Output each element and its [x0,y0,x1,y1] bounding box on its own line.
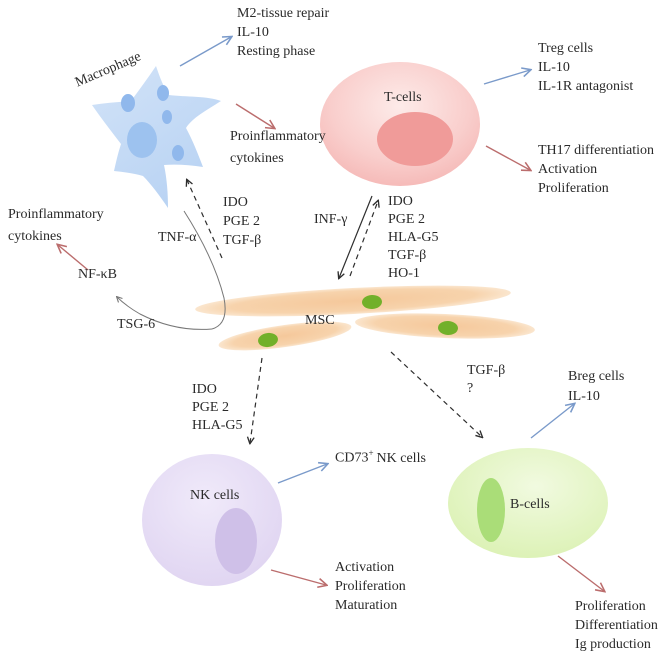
msc-to-macrophage-mediators: IDO PGE 2 TGF-β [223,195,262,248]
tnf-alpha-label: TNF-α [158,230,197,245]
tnf-alpha-curve [183,210,226,330]
msc-to-bcell-mediators: TGF-β ? [467,363,506,396]
arrow-macrophage-positive [179,37,231,67]
macrophage-nucleus [127,122,157,158]
arrow-bcell-positive [530,404,574,439]
nkcell-positive-outcome: CD73+NK cells [335,448,426,466]
macrophage-negative-outcomes: Proinflammatory cytokines [230,129,326,166]
t-cells-label: T-cells [384,90,422,105]
nfkb-outcome: Proinflammatory cytokines [8,207,104,244]
nk-cell-nucleus [215,508,257,574]
bcell-negative-outcomes: Proliferation Differentiation Ig product… [575,599,658,652]
tcell-positive-outcomes: Treg cells IL-10 IL-1R antagonist [538,41,634,94]
tsg6-label: TSG-6 [117,317,156,332]
arrow-infgamma-tcell-to-msc [339,195,373,278]
macrophage-cell [92,66,221,208]
nk-cells-label: NK cells [190,488,240,503]
msc-to-tcell-mediators: IDO PGE 2 HLA-G5 TGF-β HO-1 [388,194,439,281]
msc-cells [195,285,535,351]
arrow-nfkb-proinflammatory [58,245,89,271]
arrow-macrophage-negative [235,103,274,128]
tcell-negative-outcomes: TH17 differentiation Activation Prolifer… [538,143,654,196]
t-cell [320,62,480,186]
b-cell-nucleus [477,478,505,542]
msc-to-nkcell-mediators: IDO PGE 2 HLA-G5 [192,382,243,433]
nkcell-negative-outcomes: Activation Proliferation Maturation [335,560,406,613]
arrow-tcell-positive [483,70,530,85]
t-cell-nucleus [377,112,453,166]
tsg6-arrow [117,297,213,330]
msc-nucleus [438,320,458,336]
arrow-msc-to-tcell-dashed [349,201,378,277]
msc-nucleus [258,332,278,348]
msc-nucleus [362,294,382,310]
arrow-nkcell-negative [270,569,326,585]
arrow-tcell-negative [485,145,530,170]
superscript-plus: + [368,448,374,458]
inf-gamma-label: INF-γ [314,212,348,227]
nfkb-label: NF-κB [78,267,117,282]
nk-cell [142,454,282,586]
bcell-positive-outcomes: Breg cells IL-10 [568,369,625,404]
arrow-msc-to-bcell-dashed [390,351,482,437]
arrow-msc-to-nkcell-dashed [250,357,263,443]
arrow-bcell-negative [557,555,604,591]
msc-label: MSC [305,313,335,328]
b-cells-label: B-cells [510,497,550,512]
b-cell [448,448,608,558]
arrow-nkcell-positive [277,464,327,484]
macrophage-positive-outcomes: M2-tissue repair IL-10 Resting phase [237,6,330,59]
